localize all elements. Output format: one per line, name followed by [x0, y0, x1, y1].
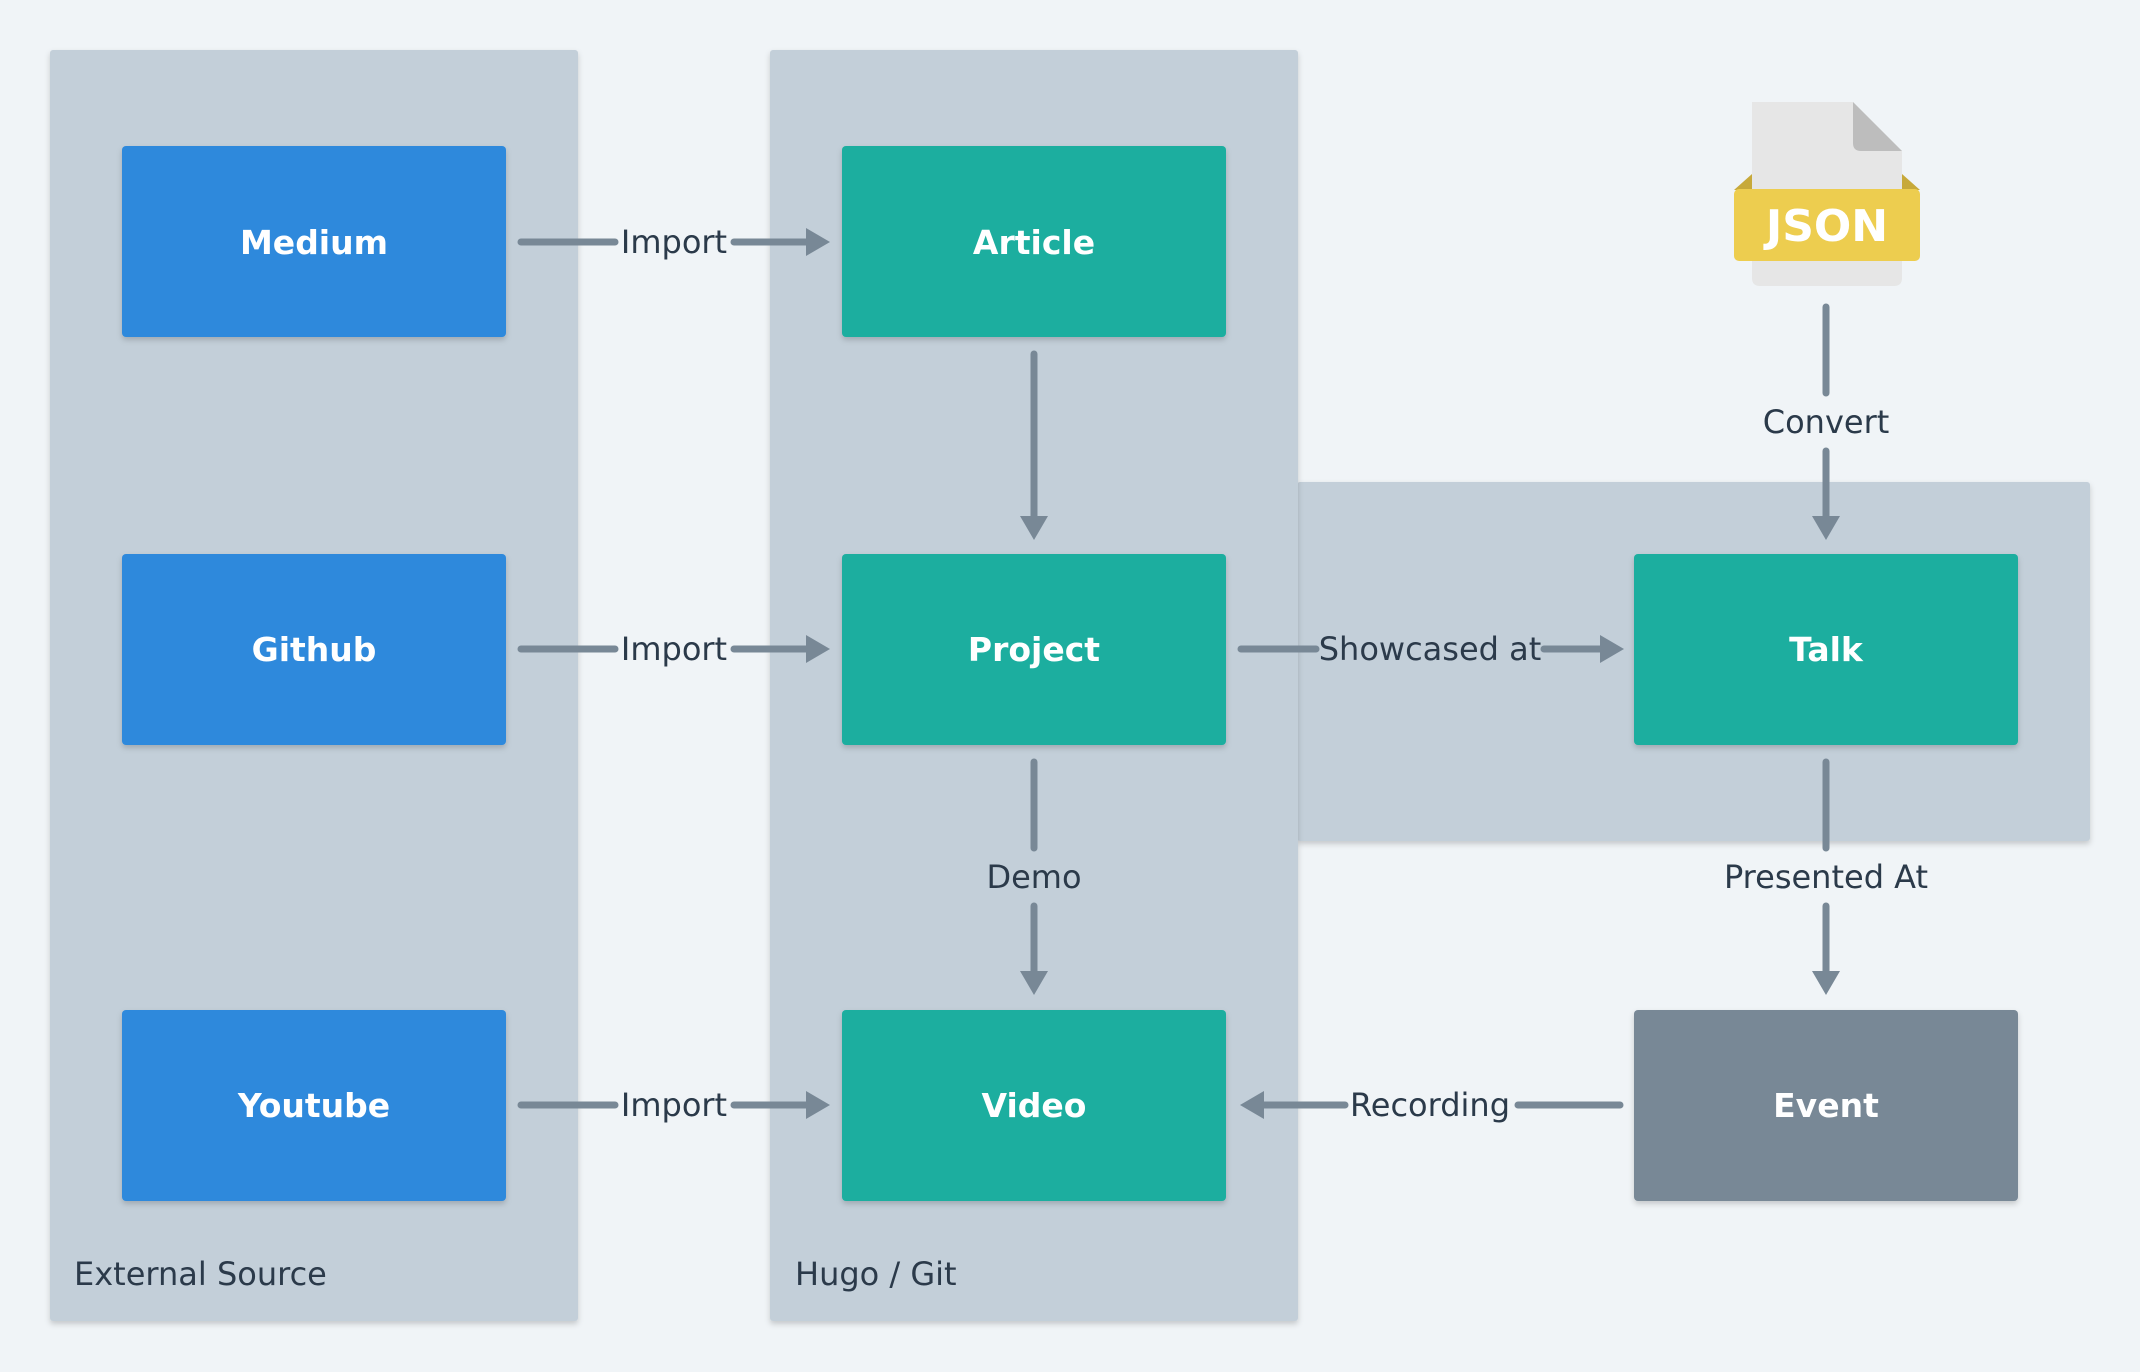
node-youtube-label: Youtube — [237, 1086, 390, 1125]
edge-talk-event: Presented At — [1724, 758, 1928, 995]
edge-label-convert: Convert — [1763, 403, 1890, 441]
badge-tab-right — [1902, 174, 1920, 190]
node-youtube-box — [122, 1010, 506, 1201]
node-video-label: Video — [982, 1086, 1087, 1125]
node-youtube[interactable]: Youtube — [122, 1010, 506, 1201]
edge-label-import: Import — [621, 223, 727, 261]
edge-medium-article: Import — [517, 223, 830, 261]
node-talk-label: Talk — [1789, 630, 1864, 669]
node-github[interactable]: Github — [122, 554, 506, 745]
node-video[interactable]: Video — [842, 1010, 1226, 1201]
node-project-box — [842, 554, 1226, 745]
json-file-icon: JSON — [1734, 102, 1920, 286]
arrow-down-icon — [1812, 971, 1840, 995]
edge-label-import: Import — [621, 630, 727, 668]
node-github-box — [122, 554, 506, 745]
node-event-box — [1634, 1010, 2018, 1201]
arrow-left-icon — [1240, 1091, 1264, 1119]
node-article-box — [842, 146, 1226, 337]
edge-youtube-video: Import — [517, 1086, 830, 1124]
badge-tab-left — [1734, 174, 1752, 190]
edge-github-project: Import — [517, 630, 830, 668]
edge-project-video: Demo — [986, 758, 1082, 995]
node-article[interactable]: Article — [842, 146, 1226, 337]
arrow-right-icon — [1600, 635, 1624, 663]
arrow-down-icon — [1020, 516, 1048, 540]
node-talk-box — [1634, 554, 2018, 745]
edge-label-import: Import — [621, 1086, 727, 1124]
edge-label-showcased-at: Showcased at — [1319, 630, 1542, 668]
edge-article-project — [1020, 350, 1048, 540]
arrow-right-icon — [806, 1091, 830, 1119]
json-badge — [1734, 189, 1920, 261]
arrow-right-icon — [806, 635, 830, 663]
edge-event-video: Recording — [1240, 1086, 1624, 1124]
edge-label-recording: Recording — [1350, 1086, 1510, 1124]
file-fold-shape — [1853, 102, 1902, 151]
arrow-down-icon — [1020, 971, 1048, 995]
node-event-label: Event — [1773, 1086, 1879, 1125]
node-github-label: Github — [252, 630, 377, 669]
node-video-box — [842, 1010, 1226, 1201]
edge-json-talk: Convert — [1763, 303, 1890, 540]
edge-label-presented-at: Presented At — [1724, 858, 1928, 896]
node-event[interactable]: Event — [1634, 1010, 2018, 1201]
arrow-down-icon — [1812, 516, 1840, 540]
edge-label-demo: Demo — [986, 858, 1081, 896]
node-medium-label: Medium — [240, 223, 388, 262]
group-hugo-git-label: Hugo / Git — [795, 1255, 957, 1293]
arrow-right-icon — [806, 228, 830, 256]
node-project[interactable]: Project — [842, 554, 1226, 745]
node-talk[interactable]: Talk — [1634, 554, 2018, 745]
node-article-label: Article — [973, 223, 1095, 262]
node-medium-box — [122, 146, 506, 337]
edge-project-talk: Showcased at — [1237, 630, 1624, 668]
node-project-label: Project — [968, 630, 1100, 669]
json-badge-label: JSON — [1763, 201, 1888, 252]
group-external-source-label: External Source — [74, 1255, 327, 1293]
node-medium[interactable]: Medium — [122, 146, 506, 337]
